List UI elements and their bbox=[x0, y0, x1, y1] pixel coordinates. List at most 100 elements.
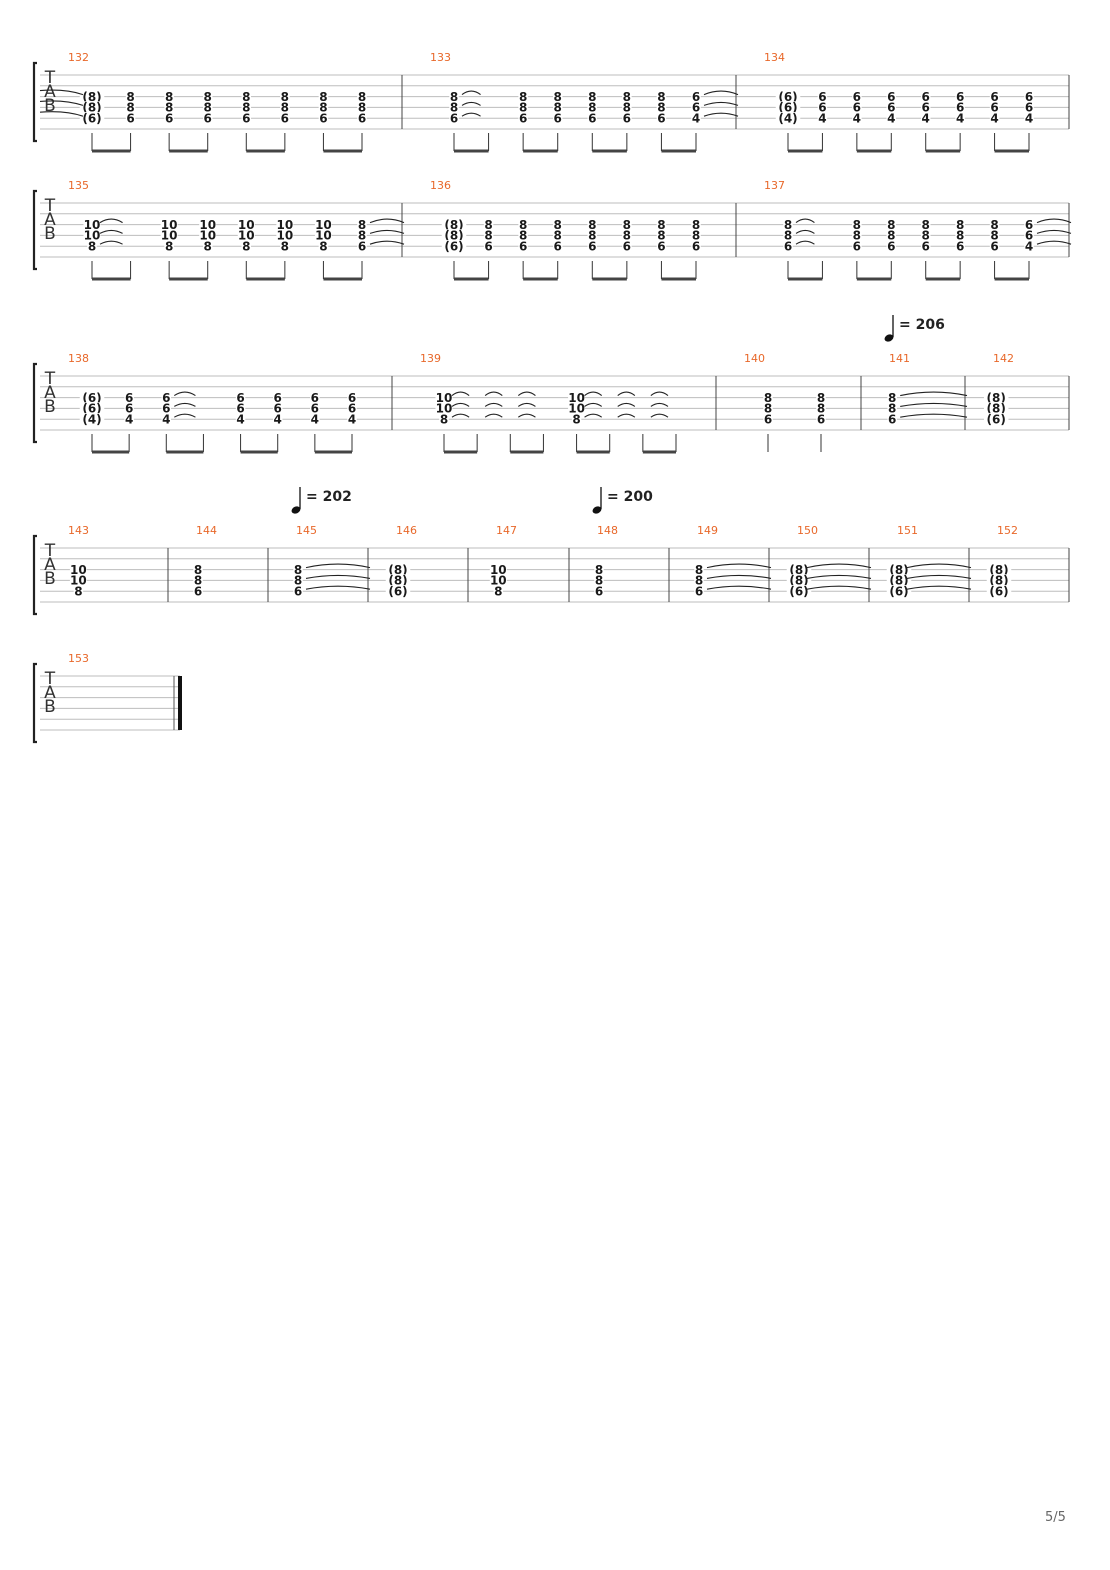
fret-number: 6 bbox=[348, 402, 356, 416]
fret-background bbox=[783, 240, 793, 253]
fret-background bbox=[691, 240, 701, 253]
fret-background bbox=[272, 391, 283, 404]
fret-number: (8) bbox=[987, 391, 1006, 405]
tab-clef-letter: T bbox=[44, 369, 56, 389]
fret-background bbox=[1024, 218, 1034, 231]
measure-number: 151 bbox=[897, 524, 918, 537]
fret-background bbox=[87, 240, 97, 253]
fret-background bbox=[886, 240, 897, 253]
fret-number: 6 bbox=[348, 391, 356, 405]
fret-number: 10 bbox=[315, 218, 332, 232]
fret-background bbox=[435, 402, 453, 415]
tie-arc bbox=[1036, 229, 1072, 234]
fret-number: 6 bbox=[922, 90, 930, 104]
fret-number: 10 bbox=[238, 229, 255, 243]
measure-number: 132 bbox=[68, 51, 89, 64]
fret-background bbox=[920, 229, 931, 242]
fret-background bbox=[83, 218, 101, 231]
tie-arc bbox=[39, 111, 84, 117]
fret-number: 8 bbox=[281, 101, 289, 115]
measure-number: 137 bbox=[764, 179, 785, 192]
fret-number: (6) bbox=[789, 585, 808, 599]
tab-clef-letter: B bbox=[44, 224, 56, 244]
tie-arc bbox=[906, 585, 972, 590]
fret-number: 10 bbox=[568, 402, 585, 416]
fret-number: 8 bbox=[319, 240, 327, 254]
measure-number: 142 bbox=[993, 352, 1014, 365]
system-bracket bbox=[32, 534, 37, 616]
fret-background bbox=[989, 112, 1000, 125]
fret-background bbox=[79, 391, 105, 404]
tie-arc bbox=[305, 585, 371, 590]
fret-background bbox=[552, 240, 563, 253]
fret-number: (8) bbox=[789, 563, 808, 577]
fret-background bbox=[518, 218, 528, 231]
tie-arc bbox=[1036, 240, 1072, 245]
fret-number: 8 bbox=[588, 229, 596, 243]
fret-background bbox=[385, 563, 411, 576]
measure-number: 135 bbox=[68, 179, 89, 192]
fret-background bbox=[622, 112, 632, 125]
fret-background bbox=[314, 218, 332, 231]
fret-number: 4 bbox=[162, 413, 170, 427]
fret-number: 6 bbox=[274, 391, 282, 405]
fret-background bbox=[1024, 112, 1034, 125]
fret-number: 8 bbox=[204, 101, 212, 115]
system-bracket bbox=[32, 189, 37, 271]
tab-clef-letter: B bbox=[44, 397, 56, 417]
fret-number: 6 bbox=[853, 90, 861, 104]
fret-background bbox=[280, 240, 290, 253]
fret-background bbox=[816, 402, 826, 415]
fret-number: 10 bbox=[315, 229, 332, 243]
fret-background bbox=[920, 240, 931, 253]
fret-background bbox=[199, 218, 217, 231]
measure-number: 149 bbox=[697, 524, 718, 537]
fret-background bbox=[920, 90, 931, 103]
fret-number: 8 bbox=[554, 101, 562, 115]
fret-number: 8 bbox=[294, 563, 302, 577]
fret-background bbox=[164, 101, 174, 114]
fret-number: (8) bbox=[82, 90, 101, 104]
fret-background bbox=[439, 413, 449, 426]
fret-background bbox=[886, 574, 912, 587]
fret-number: 10 bbox=[84, 218, 101, 232]
fret-background bbox=[955, 112, 965, 125]
fret-number: 4 bbox=[236, 413, 244, 427]
fret-number: (8) bbox=[987, 402, 1006, 416]
fret-number: 6 bbox=[956, 240, 964, 254]
fret-number: 8 bbox=[695, 574, 703, 588]
tie-arc bbox=[174, 402, 196, 407]
fret-background bbox=[783, 218, 793, 231]
fret-number: 8 bbox=[595, 563, 603, 577]
fret-background bbox=[199, 229, 217, 242]
fret-background bbox=[886, 563, 912, 576]
tab-clef-letter: B bbox=[44, 697, 56, 717]
fret-background bbox=[955, 240, 965, 253]
tie-arc bbox=[517, 413, 536, 418]
fret-background bbox=[79, 90, 105, 103]
fret-background bbox=[125, 90, 136, 103]
fret-background bbox=[691, 101, 701, 114]
fret-background bbox=[594, 585, 604, 598]
tab-system: TAB138(6)(6)(4)6646646646646646641391010… bbox=[32, 315, 1070, 454]
tempo-value: = 202 bbox=[306, 489, 352, 505]
fret-background bbox=[622, 229, 632, 242]
fret-background bbox=[483, 240, 494, 253]
fret-number: 8 bbox=[888, 391, 896, 405]
fret-number: 8 bbox=[242, 90, 250, 104]
fret-number: 6 bbox=[922, 101, 930, 115]
fret-number: 8 bbox=[519, 229, 527, 243]
fret-background bbox=[385, 585, 411, 598]
fret-number: 6 bbox=[484, 240, 492, 254]
tie-arc bbox=[617, 391, 636, 397]
fret-number: 10 bbox=[277, 218, 294, 232]
fret-number: 4 bbox=[311, 413, 319, 427]
fret-background bbox=[69, 574, 87, 587]
fret-background bbox=[622, 240, 632, 253]
fret-background bbox=[886, 585, 912, 598]
tie-arc bbox=[369, 229, 405, 234]
tab-system: TAB1351010810108101081010810108101088861… bbox=[32, 179, 1072, 281]
fret-number: 8 bbox=[990, 229, 998, 243]
fret-number: 4 bbox=[922, 112, 930, 126]
